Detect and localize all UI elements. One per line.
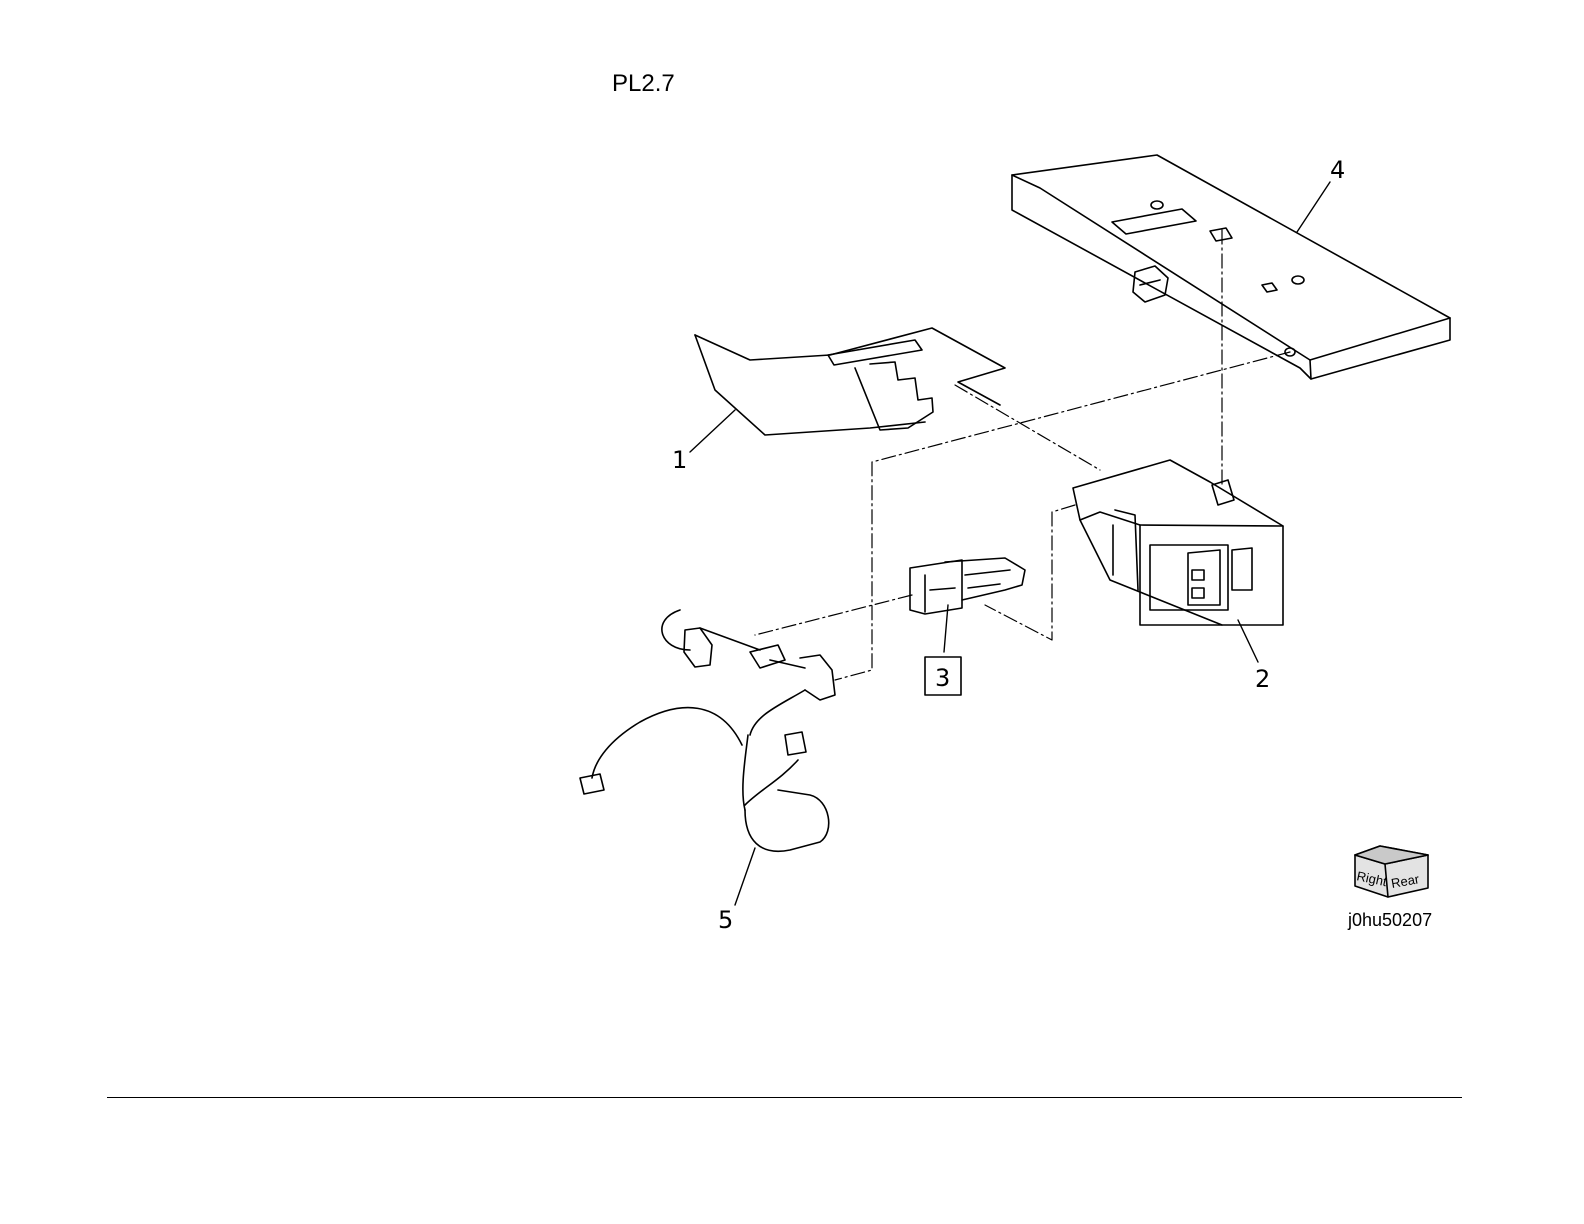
callout-leaders: [690, 182, 1330, 905]
footer-divider: [107, 1097, 1462, 1098]
callout-3: 3: [935, 664, 950, 692]
connector-part-3: [910, 558, 1025, 614]
figure-id: j0hu50207: [1348, 910, 1432, 931]
callout-4: 4: [1330, 156, 1345, 184]
callout-2: 2: [1255, 665, 1270, 693]
callout-1: 1: [672, 446, 687, 474]
callout-5: 5: [718, 906, 733, 934]
housing-part-2: [1073, 460, 1283, 625]
bracket-part-4: [1012, 155, 1450, 379]
actuator-part-1: [695, 328, 1005, 435]
wire-harness-part-5: [580, 610, 835, 851]
assembly-guide-lines: [755, 230, 1290, 680]
